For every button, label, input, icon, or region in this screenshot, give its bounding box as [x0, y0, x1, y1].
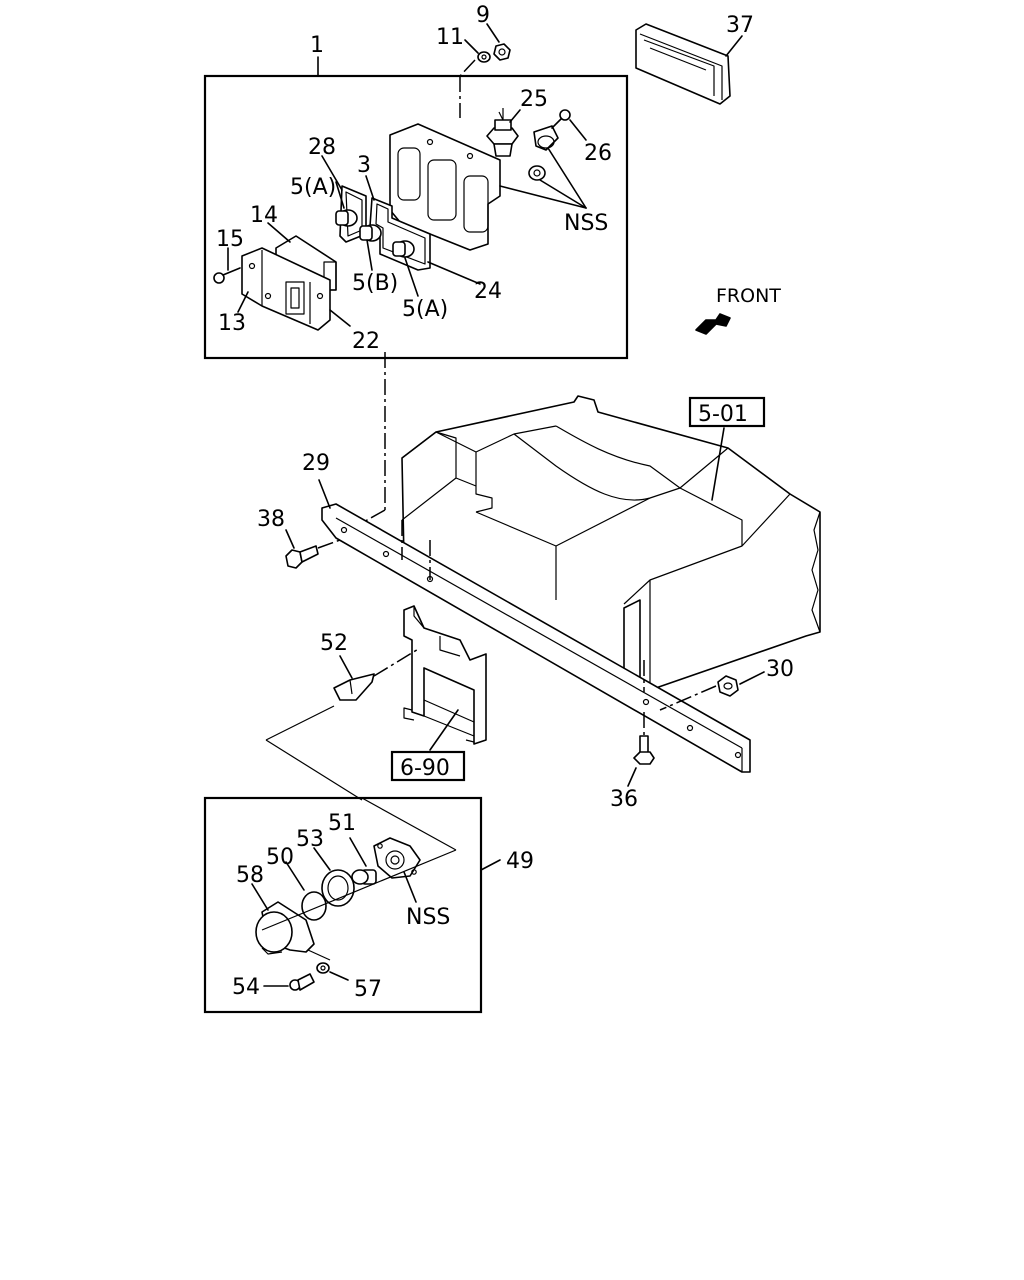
label-front: FRONT	[716, 285, 781, 307]
label-53: 53	[296, 827, 324, 852]
bracket-690	[403, 605, 487, 745]
bulb-5b	[359, 224, 382, 242]
washer-57	[316, 962, 330, 974]
label-38: 38	[257, 507, 285, 532]
screw-26	[551, 109, 571, 129]
label-49: 49	[506, 849, 534, 874]
label-13: 13	[218, 311, 246, 336]
label-24: 24	[474, 279, 502, 304]
ref-box-690[interactable]	[390, 750, 466, 782]
bulb-5a-bottom	[392, 240, 415, 258]
label-nss-bottom: NSS	[406, 905, 450, 930]
bulb-51	[351, 869, 377, 885]
nut-9	[493, 43, 511, 61]
lens-cover-58	[255, 901, 315, 955]
nut-30	[717, 675, 739, 697]
switch-25	[486, 108, 519, 157]
ref-text-501[interactable]: 5-01	[698, 402, 748, 427]
label-nss-top: NSS	[564, 211, 608, 236]
bolt-38	[285, 545, 319, 569]
screw-15	[213, 267, 241, 284]
label-52: 52	[320, 631, 348, 656]
socket-base	[373, 837, 421, 879]
label-3: 3	[357, 153, 371, 178]
clip-lower	[528, 165, 546, 181]
label-28: 28	[308, 135, 336, 160]
clip-upper	[533, 125, 559, 151]
lamp-37	[635, 23, 731, 105]
label-5b: 5(B)	[352, 271, 398, 296]
rail-29	[321, 503, 751, 773]
label-22: 22	[352, 329, 380, 354]
chassis-frame	[401, 395, 821, 691]
label-51: 51	[328, 811, 356, 836]
label-57: 57	[354, 977, 382, 1002]
assembly-box-1	[203, 74, 629, 360]
label-1: 1	[310, 33, 324, 58]
label-50: 50	[266, 845, 294, 870]
ref-box-501[interactable]	[688, 396, 766, 428]
front-arrow	[695, 313, 731, 335]
label-11: 11	[436, 25, 464, 50]
oring-50	[301, 891, 327, 921]
label-9: 9	[476, 3, 490, 28]
label-58: 58	[236, 863, 264, 888]
gasket-plate	[389, 123, 501, 251]
ring-53	[321, 869, 355, 907]
ref-text-690[interactable]: 6-90	[400, 756, 450, 781]
assembly-box-49	[203, 796, 483, 1014]
label-37: 37	[726, 13, 754, 38]
label-54: 54	[232, 975, 260, 1000]
clip-52	[333, 673, 375, 701]
label-25: 25	[520, 87, 548, 112]
bulb-5a-top	[335, 209, 358, 227]
washer-11	[477, 51, 491, 63]
label-15: 15	[216, 227, 244, 252]
label-5a-top: 5(A)	[290, 175, 336, 200]
bolt-36	[633, 735, 655, 765]
label-26: 26	[584, 141, 612, 166]
label-29: 29	[302, 451, 330, 476]
label-5a-bottom: 5(A)	[402, 297, 448, 322]
label-30: 30	[766, 657, 794, 682]
label-14: 14	[250, 203, 278, 228]
label-36: 36	[610, 787, 638, 812]
screw-54	[289, 973, 315, 991]
